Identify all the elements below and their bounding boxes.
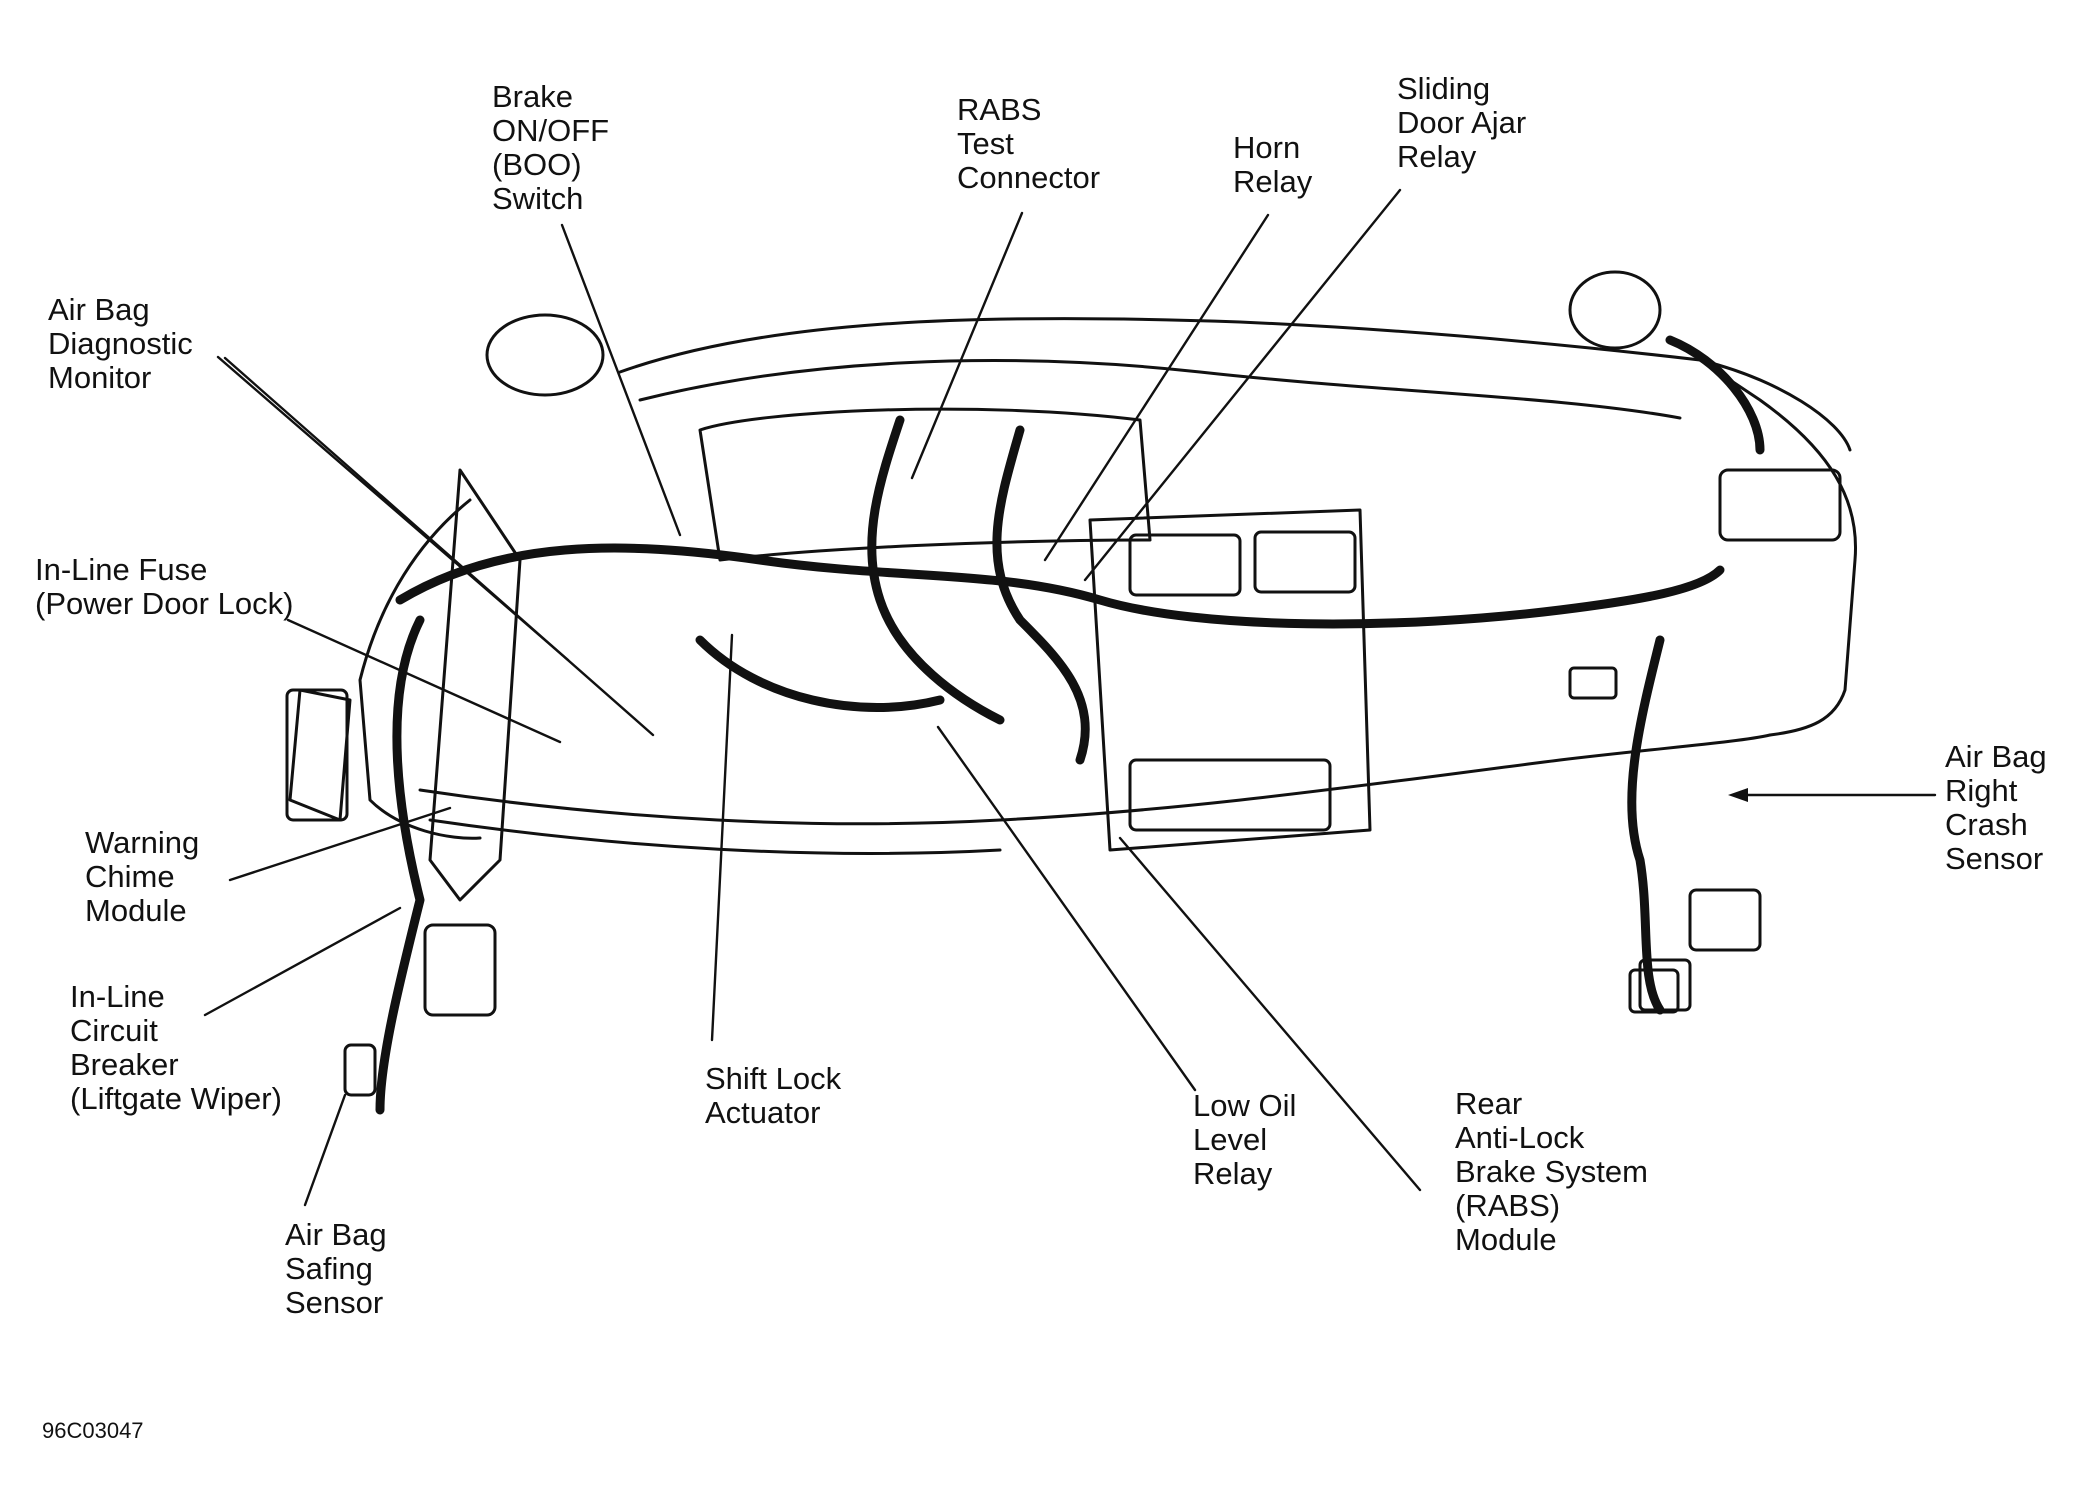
- leader-brake-switch: [560, 223, 682, 537]
- label-horn-relay: Horn Relay: [1233, 130, 1313, 199]
- leader-rabs-module: [1118, 836, 1422, 1192]
- right-connector-1: [1688, 888, 1762, 952]
- safing-sensor-body: [343, 1043, 377, 1097]
- lower-left-connector: [423, 923, 497, 1017]
- right-speaker: [1568, 270, 1662, 350]
- label-brake-switch: Brake ON/OFF (BOO) Switch: [492, 79, 610, 216]
- center-vent-left: [1128, 533, 1242, 597]
- main-harness: [395, 543, 1725, 629]
- harness-left-drop: [375, 615, 425, 1115]
- right-connector-2: [1638, 958, 1692, 1012]
- label-air-bag-diagnostic-monitor: Air Bag Diagnostic Monitor: [48, 292, 193, 395]
- harness-right-drop: [1627, 635, 1665, 1015]
- leader-circuit-breaker: [203, 906, 402, 1017]
- dash-upper-surface: [638, 359, 1682, 420]
- glovebox-handle: [1568, 666, 1618, 700]
- instrument-cluster: [698, 407, 1152, 562]
- harness-lower: [695, 635, 945, 712]
- dash-lower-edge-2: [428, 818, 1002, 855]
- steering-column: [428, 468, 522, 902]
- harness-right-top: [1665, 335, 1765, 455]
- dash-right-cap: [1698, 358, 1858, 737]
- label-warning-chime-module: Warning Chime Module: [85, 825, 200, 928]
- leader-rabs-test-connector: [910, 211, 1024, 480]
- harness-center: [867, 415, 1005, 725]
- label-rabs-module: Rear Anti-Lock Brake System (RABS) Modul…: [1455, 1086, 1648, 1257]
- left-module: [285, 688, 349, 822]
- leader-low-oil-relay: [936, 725, 1197, 1092]
- label-low-oil-level-relay: Low Oil Level Relay: [1193, 1088, 1297, 1191]
- label-inline-fuse: In-Line Fuse (Power Door Lock): [35, 552, 294, 621]
- dash-left-panel: [358, 498, 482, 840]
- leader-sliding-door-relay: [1083, 188, 1402, 582]
- label-sliding-door-ajar-relay: Sliding Door Ajar Relay: [1397, 71, 1527, 174]
- right-vent: [1718, 468, 1842, 542]
- dash-top-outline: [618, 317, 1852, 452]
- center-controls: [1128, 758, 1332, 832]
- label-air-bag-safing-sensor: Air Bag Safing Sensor: [285, 1217, 387, 1320]
- leader-inline-fuse: [286, 618, 562, 744]
- dash-lower-edge: [418, 733, 1772, 826]
- right-connector-3: [1628, 968, 1680, 1014]
- figure-code: 96C03047: [42, 1418, 144, 1443]
- center-stack: [1088, 508, 1372, 852]
- label-inline-circuit-breaker: In-Line Circuit Breaker (Liftgate Wiper): [70, 979, 282, 1116]
- label-shift-lock-actuator: Shift Lock Actuator: [705, 1061, 842, 1130]
- left-speaker: [485, 313, 605, 397]
- leader-warning-chime: [228, 806, 452, 882]
- label-air-bag-right-crash-sensor: Air Bag Right Crash Sensor: [1945, 739, 2047, 876]
- harness-center-2: [992, 425, 1090, 765]
- center-vent-right: [1253, 530, 1357, 594]
- dash-left-side: [288, 688, 352, 822]
- label-rabs-test-connector: RABS Test Connector: [957, 92, 1101, 195]
- leader-safing-sensor: [303, 1093, 347, 1207]
- leader-shift-lock: [710, 633, 734, 1042]
- leader-air-bag-monitor-b: [223, 356, 655, 737]
- right-crash-sensor-arrowhead: [1728, 788, 1748, 802]
- leader-horn-relay: [1043, 213, 1270, 562]
